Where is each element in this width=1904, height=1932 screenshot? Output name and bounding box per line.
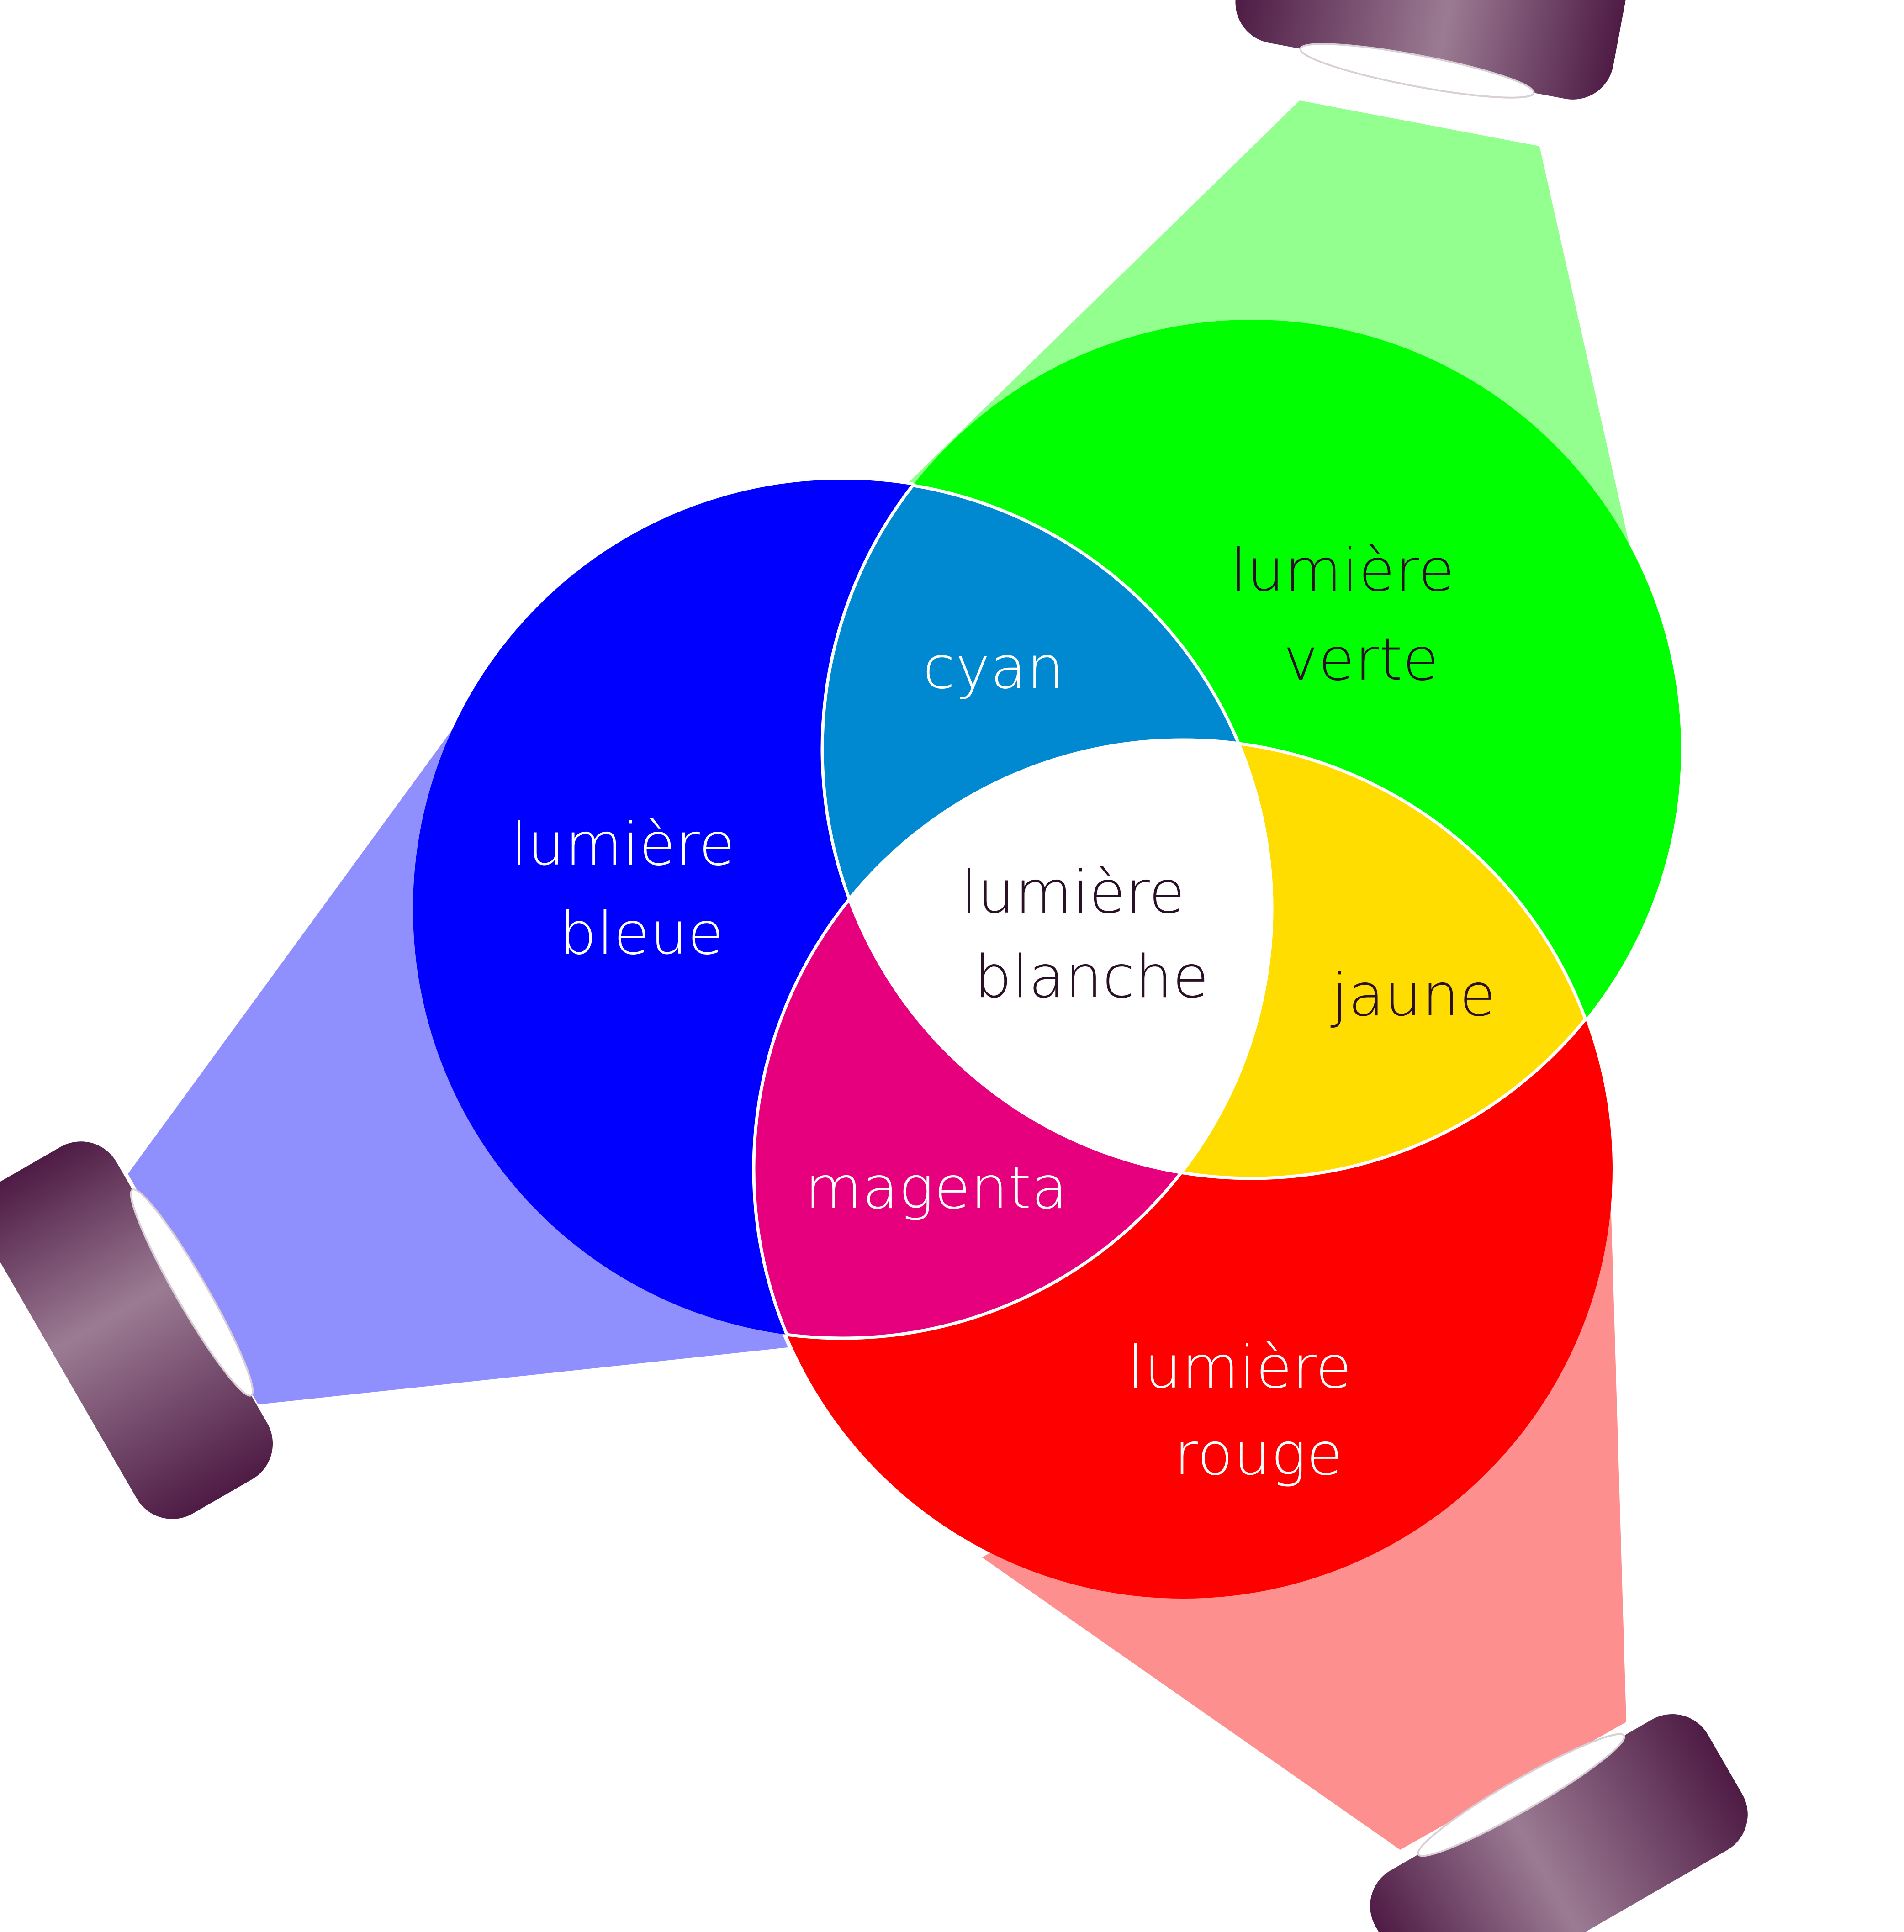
yellow-label: jaune <box>1330 961 1496 1029</box>
red-lamp-icon <box>1370 1714 1748 1932</box>
green-lamp-icon <box>1235 0 1627 100</box>
blue-light-label: lumière bleue <box>511 811 755 968</box>
cyan-label: cyan <box>923 634 1064 702</box>
magenta-label: magenta <box>805 1154 1068 1222</box>
red-light-label: lumière rouge <box>1128 1334 1371 1489</box>
green-light-label: lumière verte <box>1231 537 1474 694</box>
blue-lamp-icon <box>0 1141 273 1519</box>
white-light-label: lumière blanche <box>961 859 1209 1011</box>
